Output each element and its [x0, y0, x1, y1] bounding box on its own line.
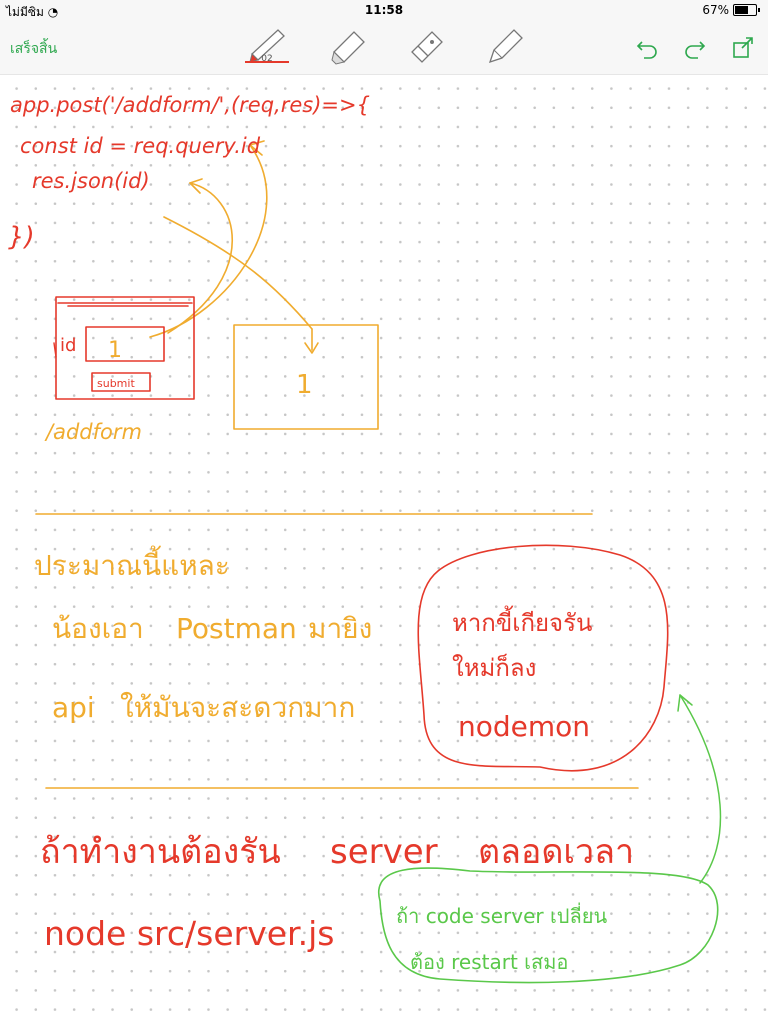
thai-note-line-3a: api: [52, 691, 95, 724]
arrow-input-to-json: [167, 182, 234, 334]
fountain-pen-icon: [488, 29, 523, 64]
highlighter-tool-button[interactable]: [322, 22, 372, 72]
form-submit-label: submit: [97, 377, 135, 390]
drawing-canvas[interactable]: app.post('/addform/',(req,res)=>{ const …: [0, 75, 768, 1024]
form-route-label: /addform: [44, 420, 142, 444]
arrow-res-to-result: [163, 216, 313, 330]
redo-icon[interactable]: [682, 34, 708, 60]
bubble-line-1: หากขี้เกียจรัน: [452, 605, 592, 637]
green-arrow: [679, 694, 722, 884]
bubble-line-2: ใหม่ก็ลง: [452, 653, 536, 682]
thai-note-line-2c: มายิง: [308, 612, 372, 645]
server-note-c: ตลอดเวลา: [478, 832, 634, 872]
done-button[interactable]: เสร็จสิ้น: [10, 41, 58, 57]
pencil-tool-button[interactable]: [480, 22, 530, 72]
nodemon-callout-bubble: [417, 544, 669, 772]
battery-icon: [733, 4, 757, 16]
bubble-line-3: nodemon: [458, 710, 590, 743]
eraser-icon: [411, 31, 443, 63]
eraser-tool-button[interactable]: [402, 22, 452, 72]
carrier-label: ไม่มีซิม ◔: [6, 5, 59, 19]
thai-note-line-3b: ให้มันจะสะดวกมาก: [120, 691, 355, 724]
status-bar: ไม่มีซิม ◔ 11:58 67%: [0, 0, 768, 22]
result-value: 1: [296, 370, 313, 400]
battery-indicator: 67%: [702, 3, 760, 17]
form-value: 1: [108, 338, 122, 363]
green-note-line-1: ถ้า code server เปลี่ยน: [396, 902, 607, 928]
code-line-1: app.post('/addform/',(req,res)=>{: [10, 93, 370, 117]
pen-tool-button[interactable]: 02: [242, 22, 292, 72]
pen-icon: [245, 29, 289, 63]
handwriting-layer: app.post('/addform/',(req,res)=>{ const …: [8, 93, 722, 984]
server-note-a: ถ้าทำงานต้องรัน: [40, 832, 281, 872]
share-icon[interactable]: [730, 34, 756, 60]
restart-callout-bubble: [377, 867, 719, 984]
server-note-b: server: [330, 832, 438, 872]
green-note-line-2: ต้อง restart เสมอ: [410, 950, 568, 974]
code-line-3: res.json(id): [32, 169, 150, 193]
server-command: node src/server.js: [44, 914, 334, 953]
form-id-label: id: [60, 335, 76, 356]
battery-percent: 67%: [702, 3, 729, 17]
code-line-2: const id = req.query.id: [20, 134, 261, 158]
thai-note-line-2b: Postman: [176, 612, 297, 645]
result-box-sketch: [233, 324, 379, 430]
highlighter-icon: [331, 31, 365, 65]
code-line-4: }): [8, 222, 35, 252]
thai-note-line-1: ประมาณนี้แหละ: [34, 545, 230, 582]
notes-toolbar: เสร็จสิ้น 02: [0, 22, 768, 75]
browser-form-sketch: [55, 296, 195, 400]
pen-size-label: 02: [261, 54, 273, 64]
clock: 11:58: [364, 3, 404, 17]
wifi-icon: ◔: [47, 5, 59, 19]
undo-icon[interactable]: [634, 34, 660, 60]
thai-note-line-2a: น้องเอา: [52, 612, 144, 645]
